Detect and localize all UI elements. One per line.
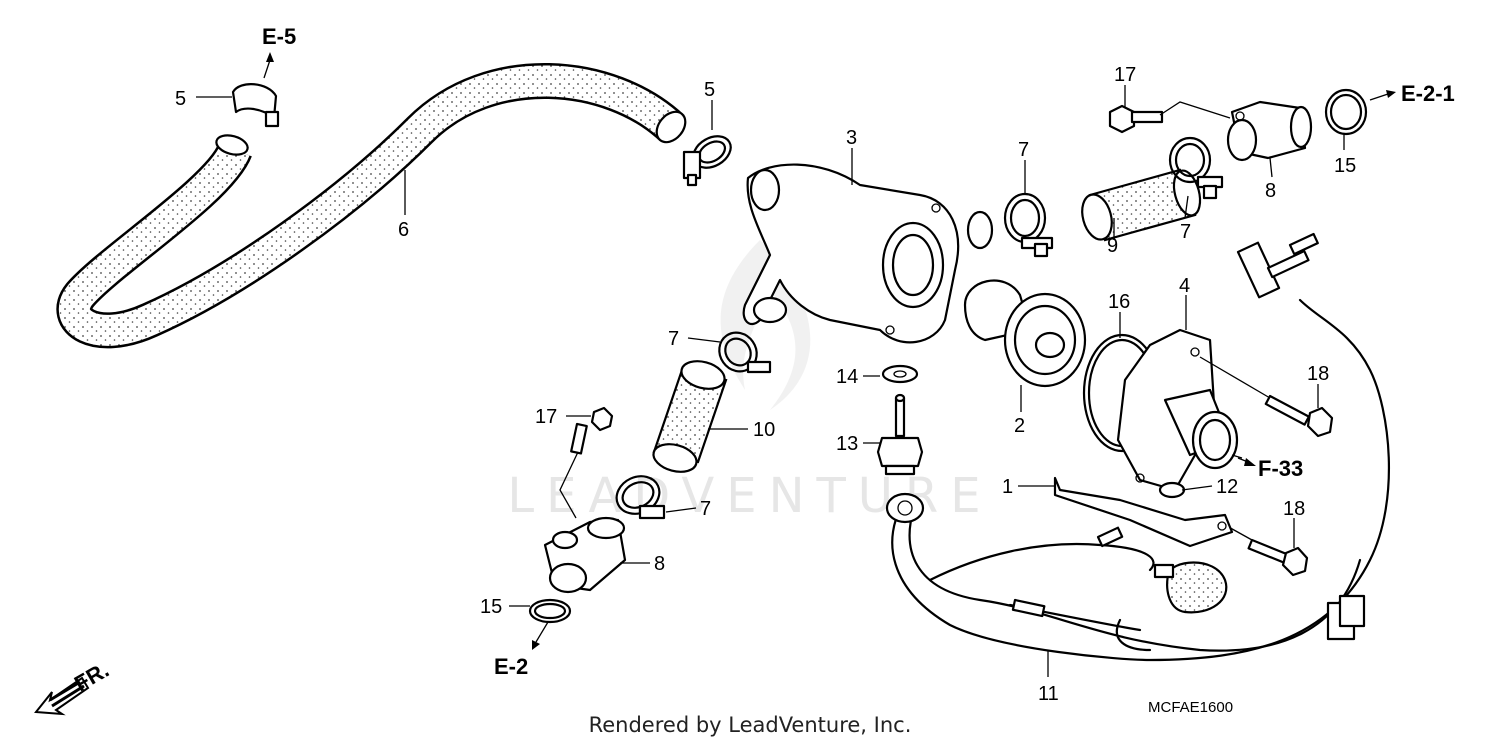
part-3-thermostat-housing[interactable] [742,163,994,344]
callout-7: 7 [700,498,711,520]
front-direction-arrow [34,676,90,716]
callout-15: 15 [480,596,502,618]
callout-1: 1 [1002,476,1013,498]
callout-13: 13 [836,433,858,455]
reference-e-2-1[interactable]: E-2-1 [1401,81,1455,106]
callout-17: 17 [535,406,557,428]
callout-8: 8 [1265,180,1276,202]
callout-8: 8 [654,553,665,575]
callout-17: 17 [1114,64,1136,86]
callout-3: 3 [846,127,857,149]
part-8-joint-top[interactable] [1226,100,1313,162]
part-18-bolt-lower[interactable] [1224,524,1309,577]
part-13-temperature-sensor[interactable] [876,393,924,476]
part-5-clamp-upper-left[interactable] [231,83,280,128]
part-6-long-hose[interactable] [56,63,691,349]
diagram-code: MCFAE1600 [1148,699,1233,716]
callout-11: 11 [1038,683,1059,705]
callout-14: 14 [836,366,858,388]
part-8-joint-lower[interactable] [543,516,627,594]
part-15-o-ring-top[interactable] [1324,88,1368,136]
reference-arrows [263,52,1396,650]
part-17-bolt-top[interactable] [1108,101,1231,134]
part-1-bracket[interactable] [1053,476,1234,548]
callout-6: 6 [398,219,409,241]
part-2-thermostat[interactable] [963,279,1087,388]
part-7-clamp-top-center[interactable] [1003,192,1054,258]
part-5-clamp-hose-end[interactable] [682,130,736,187]
callout-7: 7 [668,328,679,350]
callout-9: 9 [1107,235,1118,257]
part-12-washer[interactable] [1158,481,1186,499]
callout-7: 7 [1018,139,1029,161]
callout-10: 10 [753,419,775,441]
part-15-o-ring-lower[interactable] [528,598,572,624]
callout-12: 12 [1216,476,1238,498]
part-18-bolt-upper[interactable] [1199,356,1334,438]
part-7-clamp-middle-left[interactable] [712,325,772,378]
part-10-hose[interactable] [650,357,728,477]
part-11-wire-harness[interactable] [885,232,1391,662]
part-17-bolt-lower[interactable] [559,406,614,519]
part-14-washer[interactable] [881,364,919,384]
callout-5: 5 [175,88,186,110]
callout-2: 2 [1014,415,1025,437]
callout-7: 7 [1180,221,1191,243]
callout-16: 16 [1108,291,1130,313]
callout-15: 15 [1334,155,1356,177]
part-9-short-hose[interactable] [1078,168,1205,243]
reference-e-5[interactable]: E-5 [262,24,296,49]
reference-f-33[interactable]: F-33 [1258,456,1303,481]
part-7-clamp-top-right[interactable] [1168,136,1224,200]
reference-e-2[interactable]: E-2 [494,654,528,679]
callout-18: 18 [1283,498,1305,520]
part-4-water-outlet-cover[interactable] [1116,328,1239,492]
leader-lines [196,85,1345,677]
part-7-clamp-lower[interactable] [610,469,666,520]
callout-5: 5 [704,79,715,101]
callout-18: 18 [1307,363,1329,385]
credit-footer: Rendered by LeadVenture, Inc. [588,713,912,737]
callout-4: 4 [1179,275,1190,297]
